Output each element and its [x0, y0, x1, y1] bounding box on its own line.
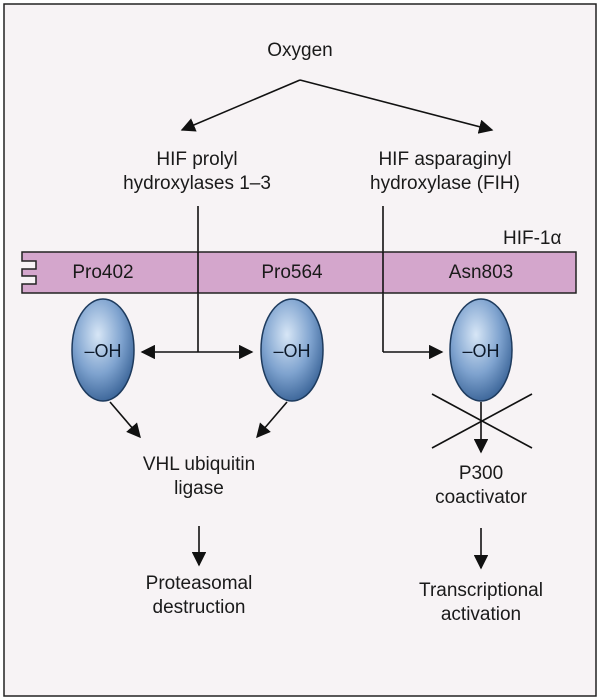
fih-line1: HIF asparaginyl	[378, 149, 512, 170]
fih-label: HIF asparaginyl hydroxylase (FIH)	[370, 148, 520, 196]
arrow-oxygen-to-fih	[299, 79, 494, 134]
oh-label-pro402: –OH	[84, 341, 122, 361]
proteasome-label: Proteasomal destruction	[146, 572, 253, 620]
oh-label-pro564: –OH	[273, 341, 311, 361]
arrow-oxygen-to-prolyl	[180, 79, 301, 132]
transcription-label: Transcriptional activation	[419, 579, 543, 627]
vhl-line2: ligase	[174, 478, 224, 499]
hif1a-strip	[21, 251, 577, 294]
transcription-line2: activation	[440, 604, 522, 625]
oh-label-asn803: –OH	[462, 341, 500, 361]
block-cross-line-2	[431, 393, 533, 449]
site-pro564: Pro564	[261, 262, 323, 283]
arrow-pro564-to-vhl	[256, 401, 288, 439]
vhl-line1: VHL ubiquitin	[142, 454, 256, 475]
fih-line2: hydroxylase (FIH)	[370, 173, 520, 194]
prolyl-line2: hydroxylases 1–3	[123, 173, 271, 194]
protein-name-label: HIF-1α	[503, 228, 562, 249]
oval-asn803-oh	[449, 298, 513, 402]
prolyl-line1: HIF prolyl	[156, 149, 238, 170]
proteasome-line1: Proteasomal	[145, 573, 253, 594]
oxygen-label: Oxygen	[267, 40, 333, 61]
arrow-pro402-to-vhl	[109, 401, 141, 439]
transcription-line1: Transcriptional	[419, 580, 543, 601]
p300-label: P300 coactivator	[435, 462, 527, 510]
site-asn803: Asn803	[448, 262, 514, 283]
oval-pro564-oh	[260, 298, 324, 402]
site-pro402: Pro402	[72, 262, 134, 283]
p300-line1: P300	[458, 463, 504, 484]
prolyl-hydroxylase-label: HIF prolyl hydroxylases 1–3	[123, 148, 271, 196]
oval-pro402-oh	[71, 298, 135, 402]
proteasome-line2: destruction	[152, 597, 246, 618]
p300-line2: coactivator	[435, 487, 527, 508]
vhl-label: VHL ubiquitin ligase	[143, 453, 255, 501]
